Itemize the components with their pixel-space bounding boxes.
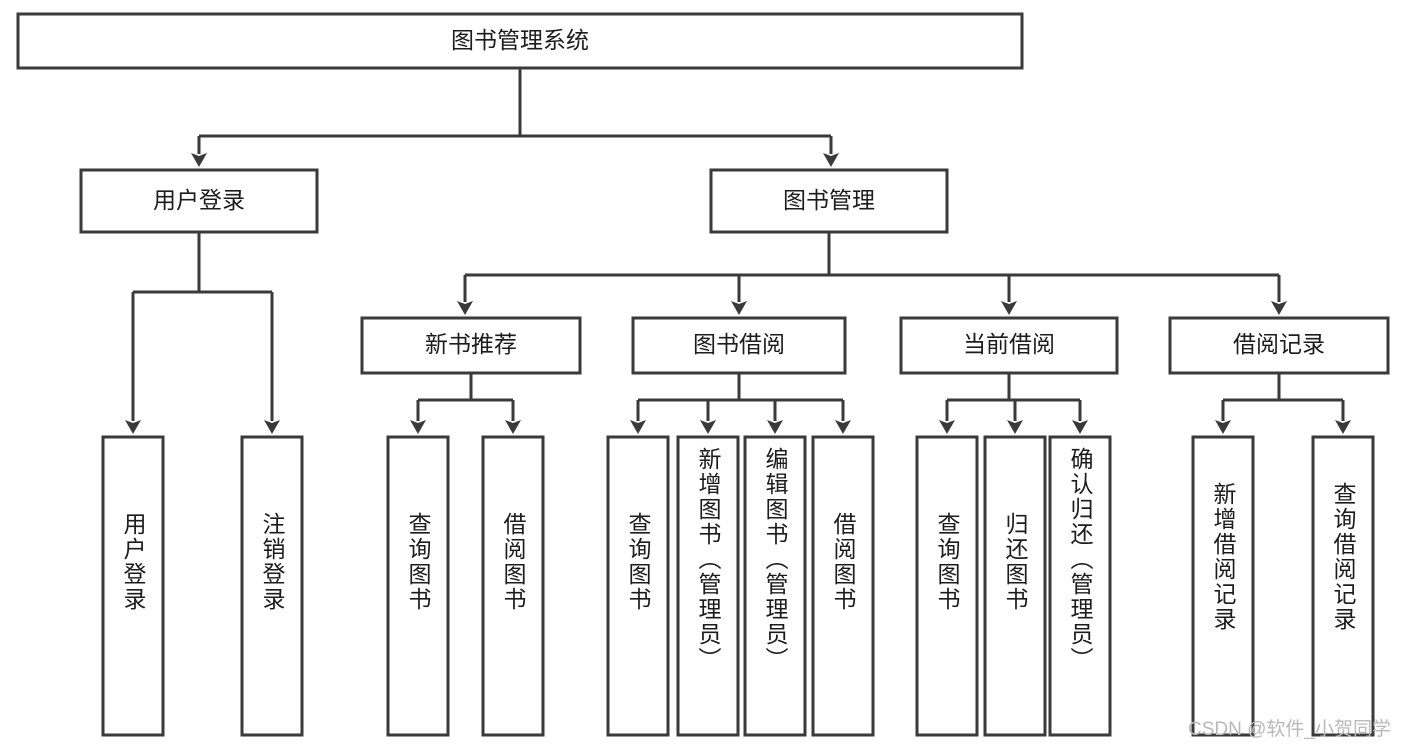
leaf-query-book-3[interactable]: 查询图书 [915,435,979,737]
node-new-book-recommend-label: 新书推荐 [425,331,517,357]
node-root[interactable]: 图书管理系统 [16,12,1024,70]
leaf-query-book-1-label: 查询图书 [405,512,432,612]
leaf-borrow-book-2[interactable]: 借阅图书 [811,435,875,737]
node-borrow-record-label: 借阅记录 [1233,331,1325,357]
node-user-login[interactable]: 用户登录 [79,168,319,234]
leaf-borrow-book-2-label: 借阅图书 [830,512,857,612]
node-book-manage[interactable]: 图书管理 [709,168,949,234]
leaf-user-login-label: 用户登录 [120,512,147,612]
node-book-borrow-label: 图书借阅 [693,331,785,357]
connector-newbook-to-leaves [410,373,521,434]
leaf-query-book-2[interactable]: 查询图书 [606,435,670,737]
node-root-label: 图书管理系统 [451,27,589,53]
leaf-query-record-label: 查询借阅记录 [1330,482,1357,632]
leaf-query-book-2-label: 查询图书 [625,512,652,612]
node-user-login-label: 用户登录 [153,187,245,213]
leaf-borrow-book-1[interactable]: 借阅图书 [481,435,545,737]
leaf-add-record[interactable]: 新增借阅记录 [1191,435,1255,737]
leaf-borrow-book-1-label: 借阅图书 [500,512,527,612]
node-book-manage-label: 图书管理 [783,187,875,213]
connector-borrowrecord-to-leaves [1215,373,1351,434]
leaf-query-book-3-label: 查询图书 [934,512,961,612]
leaf-user-logout[interactable]: 注销登录 [240,435,304,737]
connector-bookborrow-to-leaves [630,373,851,434]
leaf-confirm-return[interactable]: 确认归还（管理员） [1048,435,1112,737]
node-borrow-record[interactable]: 借阅记录 [1168,316,1390,375]
connector-bookmanage-to-level2 [457,232,1287,315]
leaf-return-book-label: 归还图书 [1002,512,1029,612]
connector-root-to-level1 [191,68,839,167]
leaf-user-login[interactable]: 用户登录 [101,435,165,737]
leaf-add-book-label: 新增图书（管理员） [695,447,722,672]
node-current-borrow-label: 当前借阅 [963,331,1055,357]
leaf-edit-book-label: 编辑图书（管理员） [762,447,789,672]
node-new-book-recommend[interactable]: 新书推荐 [360,316,582,375]
leaf-return-book[interactable]: 归还图书 [983,435,1047,737]
leaf-edit-book[interactable]: 编辑图书（管理员） [743,435,807,737]
leaf-add-book[interactable]: 新增图书（管理员） [676,435,740,737]
leaf-user-logout-label: 注销登录 [259,512,286,612]
leaf-query-record[interactable]: 查询借阅记录 [1311,435,1375,737]
node-book-borrow[interactable]: 图书借阅 [631,316,847,375]
leaf-query-book-1[interactable]: 查询图书 [386,435,450,737]
leaf-confirm-return-label: 确认归还（管理员） [1067,447,1094,672]
connector-currentborrow-to-leaves [939,373,1088,434]
connector-userlogin-to-leaves [125,232,280,434]
node-current-borrow[interactable]: 当前借阅 [899,316,1119,375]
leaf-add-record-label: 新增借阅记录 [1210,482,1237,632]
